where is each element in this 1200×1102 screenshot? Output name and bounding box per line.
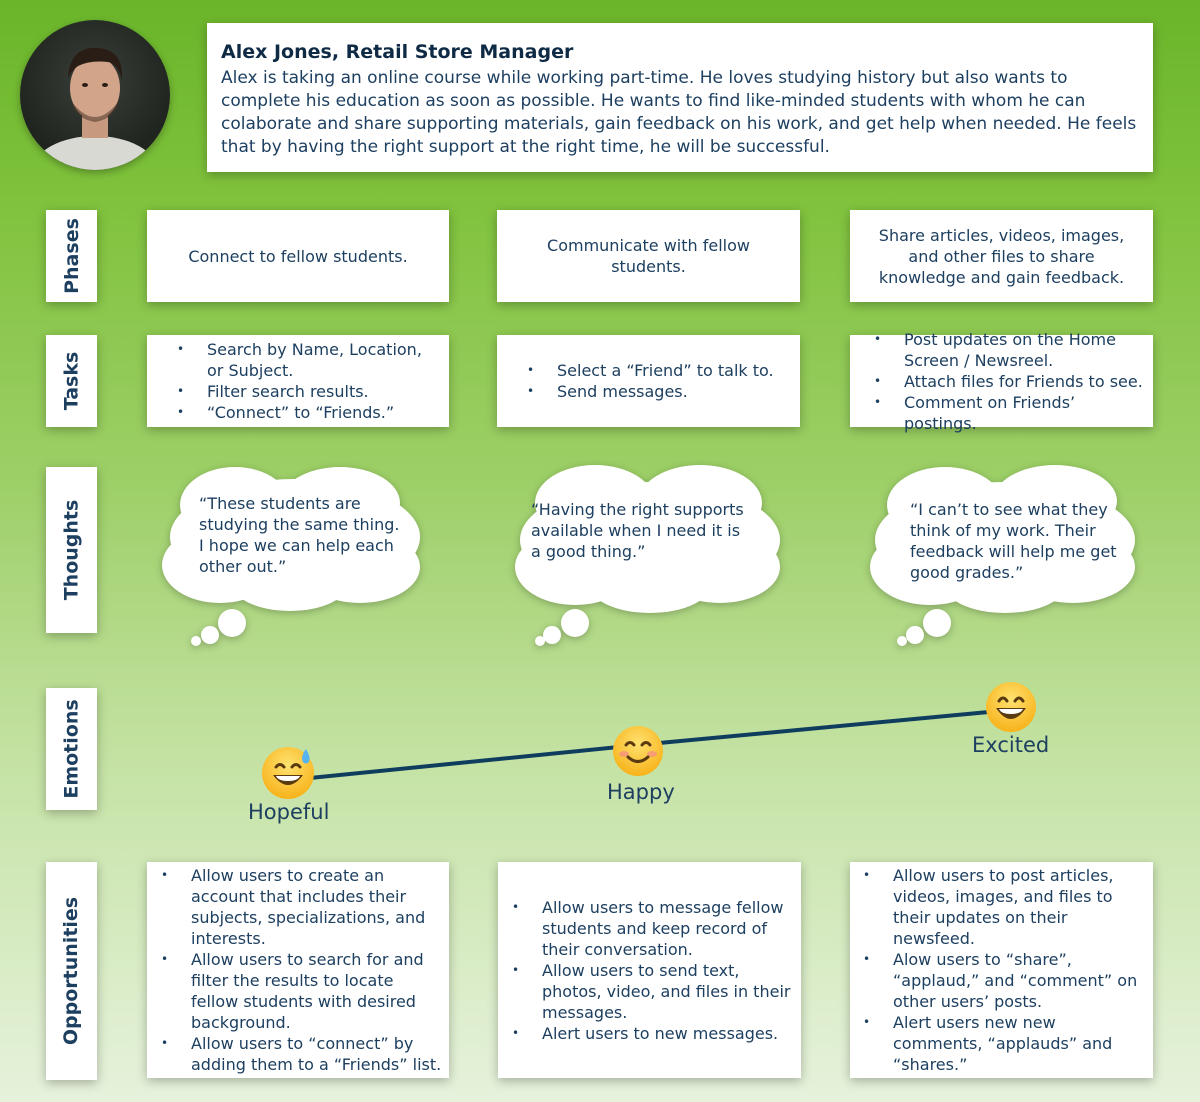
thought-text-2: “Having the right supports available whe…	[531, 500, 744, 561]
task-item: Post updates on the Home Screen / Newsre…	[874, 329, 1147, 371]
row-label-tasks: Tasks	[46, 335, 97, 427]
grinning-sweat-icon	[262, 747, 314, 799]
opportunity-cell-2: Allow users to message fellow students a…	[498, 862, 801, 1078]
thought-text-1: “These students are studying the same th…	[199, 494, 400, 576]
task-item: Comment on Friends’ postings.	[874, 392, 1147, 434]
persona-avatar	[20, 20, 170, 170]
grinning-icon	[986, 682, 1036, 732]
task-item: Filter search results.	[177, 381, 441, 402]
persona-description: Alex is taking an online course while wo…	[221, 68, 1137, 157]
opportunity-item: Alow users to “share”, “applaud,” and “c…	[863, 949, 1147, 1012]
emotion-label-happy: Happy	[607, 780, 675, 804]
smiling-icon	[613, 726, 663, 776]
task-item: Select a “Friend” to talk to.	[527, 360, 774, 381]
row-label-thoughts: Thoughts	[46, 467, 97, 633]
opportunity-item: Allow users to create an account that in…	[161, 865, 443, 949]
opportunity-cell-1: Allow users to create an account that in…	[147, 862, 449, 1078]
emotion-label-excited: Excited	[972, 733, 1050, 757]
opportunity-item: Alert users new new comments, “applauds”…	[863, 1012, 1147, 1075]
phase-cell-3: Share articles, videos, images, and othe…	[850, 210, 1153, 302]
task-item: Search by Name, Location, or Subject.	[177, 339, 441, 381]
persona-name: Alex Jones, Retail Store Manager	[221, 41, 574, 63]
task-item: Send messages.	[527, 381, 774, 402]
opportunity-item: Alert users to new messages.	[512, 1023, 795, 1044]
opportunity-item: Allow users to post articles, videos, im…	[863, 865, 1147, 949]
task-item: Attach files for Friends to see.	[874, 371, 1147, 392]
task-cell-2: Select a “Friend” to talk to. Send messa…	[497, 335, 800, 427]
row-label-opportunities: Opportunities	[46, 862, 97, 1080]
opportunity-item: Allow users to send text, photos, video,…	[512, 960, 795, 1023]
thought-cloud-1	[162, 467, 420, 646]
phase-cell-1: Connect to fellow students.	[147, 210, 449, 302]
emotion-label-hopeful: Hopeful	[248, 800, 330, 824]
task-cell-1: Search by Name, Location, or Subject. Fi…	[147, 335, 449, 427]
row-label-phases: Phases	[46, 210, 97, 302]
thought-cloud-2	[515, 465, 780, 646]
opportunity-item: Allow users to message fellow students a…	[512, 897, 795, 960]
thought-cloud-3	[870, 465, 1135, 646]
row-label-emotions: Emotions	[46, 688, 97, 810]
phase-text-3: Share articles, videos, images, and othe…	[878, 225, 1125, 287]
opportunity-item: Allow users to search for and filter the…	[161, 949, 443, 1033]
phase-text-2: Communicate with fellow students.	[547, 236, 750, 276]
phase-text-1: Connect to fellow students.	[188, 246, 408, 266]
opportunity-cell-3: Allow users to post articles, videos, im…	[850, 862, 1153, 1078]
persona-bio: Alex Jones, Retail Store Manager Alex is…	[207, 23, 1153, 172]
phase-cell-2: Communicate with fellow students.	[497, 210, 800, 302]
thought-text-3: “I can’t to see what they think of my wo…	[910, 500, 1117, 582]
task-cell-3: Post updates on the Home Screen / Newsre…	[850, 329, 1153, 433]
opportunity-item: Allow users to “connect” by adding them …	[161, 1033, 443, 1075]
task-item: “Connect” to “Friends.”	[177, 402, 441, 423]
